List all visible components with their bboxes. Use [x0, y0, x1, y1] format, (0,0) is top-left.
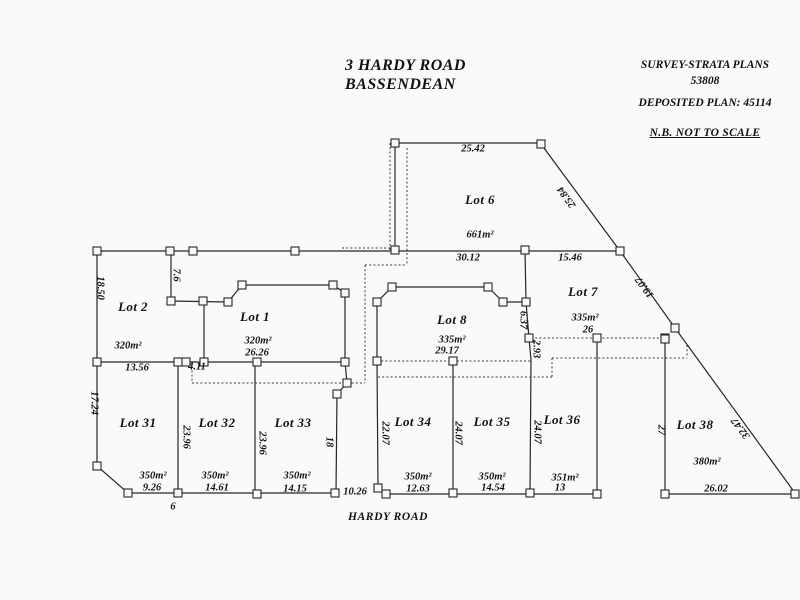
survey-marker	[332, 389, 342, 399]
survey-marker	[483, 282, 493, 292]
survey-marker	[290, 246, 300, 256]
survey-marker	[173, 357, 183, 367]
survey-marker	[92, 357, 102, 367]
plan-info-block: SURVEY-STRATA PLANS 53808 DEPOSITED PLAN…	[610, 58, 800, 142]
survey-marker	[520, 245, 530, 255]
survey-marker	[252, 357, 262, 367]
survey-marker	[525, 488, 535, 498]
survey-marker	[660, 489, 670, 499]
survey-marker	[660, 334, 670, 344]
site-address-line1: 3 HARDY ROAD	[345, 57, 466, 74]
survey-marker	[592, 333, 602, 343]
survey-marker	[198, 296, 208, 306]
survey-marker	[448, 356, 458, 366]
survey-marker	[330, 488, 340, 498]
survey-marker	[92, 461, 102, 471]
deposited-plan-label: DEPOSITED PLAN: 45114	[638, 97, 772, 109]
survey-marker	[670, 323, 680, 333]
survey-marker	[381, 489, 391, 499]
survey-marker	[373, 483, 383, 493]
survey-marker	[615, 246, 625, 256]
lot-boundaries	[96, 142, 796, 495]
survey-marker	[387, 282, 397, 292]
easement-dashed-lines	[191, 143, 688, 384]
survey-marker	[173, 488, 183, 498]
survey-marker	[448, 488, 458, 498]
survey-marker	[92, 246, 102, 256]
page-title: 3 HARDY ROAD BASSENDEAN	[345, 56, 466, 94]
survey-plan-number: 53808	[690, 75, 720, 87]
survey-marker	[165, 246, 175, 256]
survey-marker	[166, 296, 176, 306]
survey-marker	[340, 357, 350, 367]
survey-marker	[521, 297, 531, 307]
not-to-scale-note: N.B. NOT TO SCALE	[649, 127, 761, 139]
survey-marker	[237, 280, 247, 290]
survey-marker	[372, 297, 382, 307]
survey-marker	[252, 489, 262, 499]
survey-marker	[181, 357, 191, 367]
survey-marker	[223, 297, 233, 307]
survey-plan-label: SURVEY-STRATA PLANS	[640, 59, 770, 71]
survey-marker	[328, 280, 338, 290]
survey-marker	[498, 297, 508, 307]
survey-marker	[188, 246, 198, 256]
survey-marker	[790, 489, 800, 499]
survey-marker	[390, 138, 400, 148]
survey-marker	[372, 356, 382, 366]
survey-marker	[524, 333, 534, 343]
survey-marker	[340, 288, 350, 298]
survey-marker	[390, 245, 400, 255]
survey-marker	[536, 139, 546, 149]
survey-marker	[342, 378, 352, 388]
site-address-line2: BASSENDEAN	[345, 76, 456, 93]
survey-marker	[199, 357, 209, 367]
survey-markers	[92, 138, 800, 499]
survey-marker	[123, 488, 133, 498]
survey-marker	[592, 489, 602, 499]
